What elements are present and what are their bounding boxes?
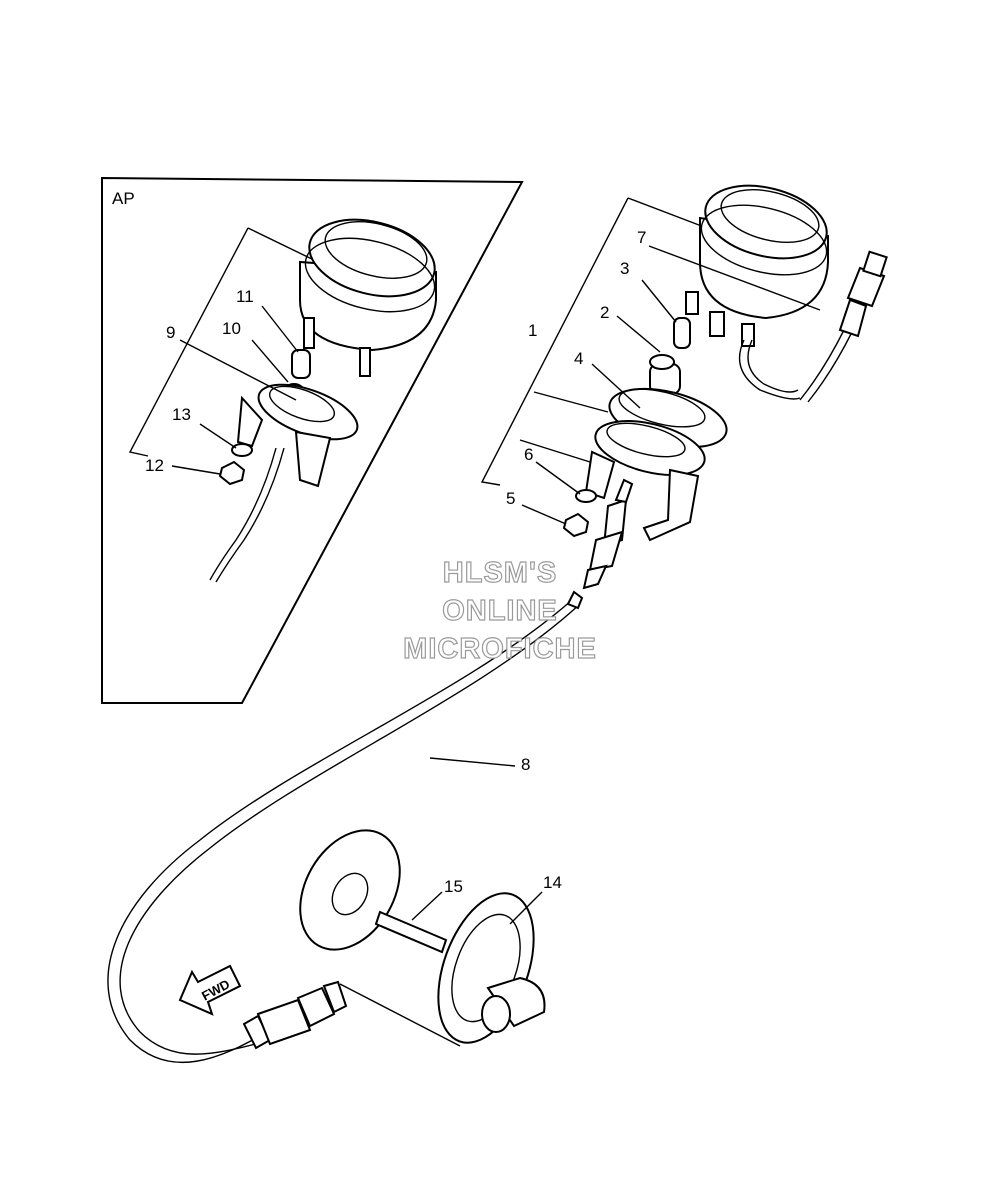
callout-9: 9 — [166, 323, 175, 342]
callout-8: 8 — [521, 755, 530, 774]
inset-speedometer — [128, 218, 437, 583]
watermark-line-3: MICROFICHE — [403, 633, 597, 665]
watermark-line-2: ONLINE — [442, 595, 558, 627]
callout-numbers: 1 2 3 4 5 6 7 8 9 10 11 12 13 14 15 — [145, 228, 646, 896]
speedometer-cable — [107, 590, 584, 1064]
speedometer-drive-gear — [299, 829, 546, 1044]
callout-13: 13 — [172, 405, 191, 424]
main-speedometer — [480, 184, 888, 590]
callout-15: 15 — [444, 877, 463, 896]
callout-6: 6 — [524, 445, 533, 464]
callout-2: 2 — [600, 303, 609, 322]
callout-14: 14 — [543, 873, 562, 892]
callout-leaders — [171, 245, 821, 925]
ap-inset-frame: AP — [101, 176, 524, 704]
callout-11: 11 — [236, 287, 254, 306]
inset-label: AP — [112, 189, 135, 208]
callout-3: 3 — [620, 259, 629, 278]
callout-5: 5 — [506, 489, 515, 508]
callout-10: 10 — [222, 319, 241, 338]
watermark: HLSM'S ONLINE MICROFICHE — [403, 556, 597, 665]
watermark-line-1: HLSM'S — [443, 557, 557, 589]
callout-1: 1 — [528, 321, 537, 340]
callout-12: 12 — [145, 456, 164, 475]
callout-4: 4 — [574, 349, 583, 368]
fwd-direction-arrow: FWD — [178, 964, 242, 1016]
callout-7: 7 — [637, 228, 646, 247]
